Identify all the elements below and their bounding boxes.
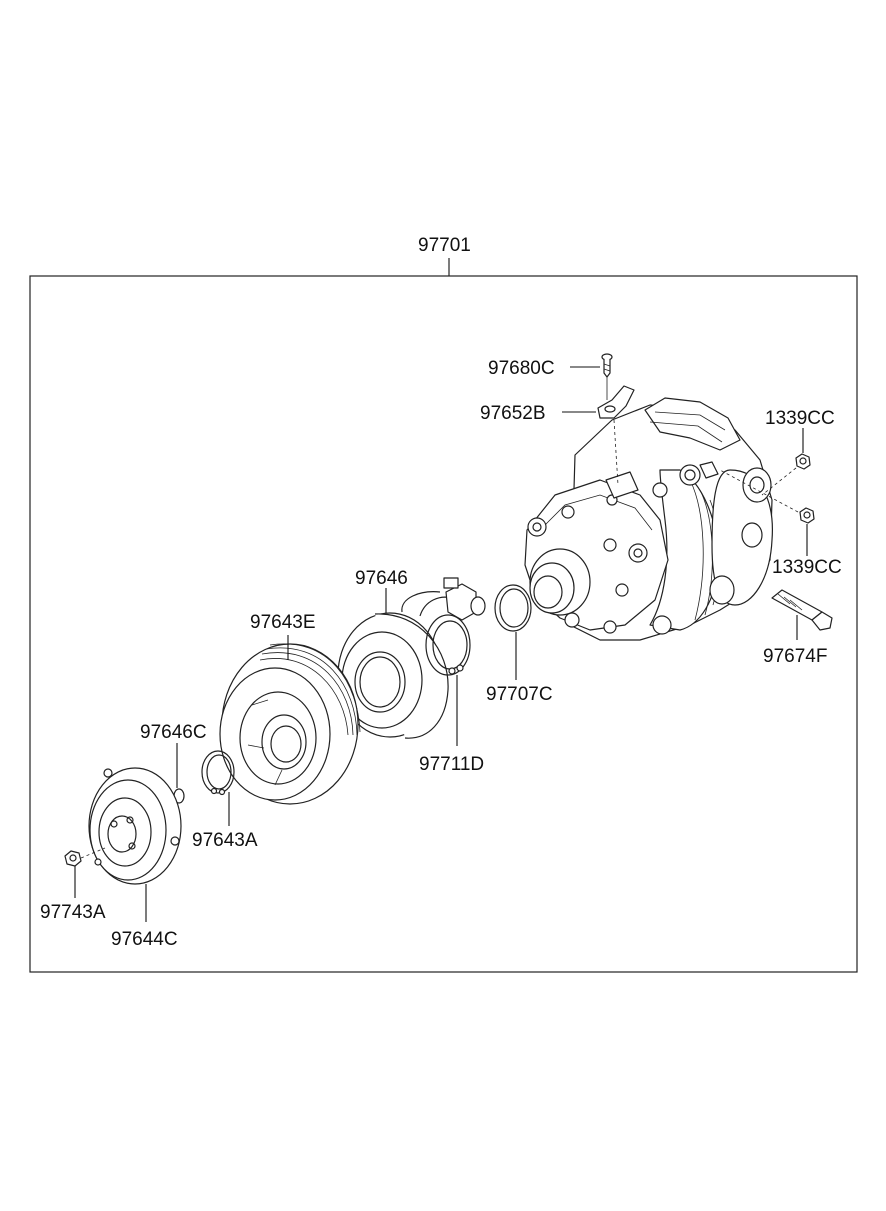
nut-97743a[interactable]: 97743A xyxy=(40,847,106,923)
assembly-label[interactable]: 97701 xyxy=(418,235,471,256)
label-97743a[interactable]: 97743A xyxy=(40,902,106,923)
snapring-97711d[interactable]: 97711D xyxy=(419,614,484,775)
oring-97707c[interactable]: 97707C xyxy=(486,584,553,705)
label-97711d[interactable]: 97711D xyxy=(419,754,484,775)
label-97646c[interactable]: 97646C xyxy=(140,722,207,743)
label-1339cc-top[interactable]: 1339CC xyxy=(765,408,835,429)
label-1339cc-bottom[interactable]: 1339CC xyxy=(772,557,842,578)
label-97674f[interactable]: 97674F xyxy=(763,646,827,667)
nut-1339cc-top[interactable]: 1339CC xyxy=(761,408,835,496)
sensor-97674f[interactable]: 97674F xyxy=(763,589,833,667)
hub-97644c[interactable]: 97644C xyxy=(88,767,182,950)
label-97644c[interactable]: 97644C xyxy=(111,929,178,950)
snapring-97643a[interactable]: 97643A xyxy=(192,750,258,851)
assembly-frame xyxy=(29,275,858,973)
label-97643e[interactable]: 97643E xyxy=(250,612,316,633)
pulley-97643e[interactable]: 97643E xyxy=(219,612,361,805)
label-97652b[interactable]: 97652B xyxy=(480,403,546,424)
bracket-97652b[interactable]: 97652B xyxy=(480,377,635,486)
coil-97646[interactable]: 97646 xyxy=(337,568,486,739)
compressor-body xyxy=(524,397,773,641)
bolt-97680c[interactable]: 97680C xyxy=(488,353,613,379)
label-97707c[interactable]: 97707C xyxy=(486,684,553,705)
label-97646[interactable]: 97646 xyxy=(355,568,408,589)
label-97680c[interactable]: 97680C xyxy=(488,358,555,379)
nut-1339cc-bottom[interactable]: 1339CC xyxy=(719,469,842,578)
assembly-callout[interactable]: 97701 xyxy=(418,235,471,276)
label-97643a[interactable]: 97643A xyxy=(192,830,258,851)
